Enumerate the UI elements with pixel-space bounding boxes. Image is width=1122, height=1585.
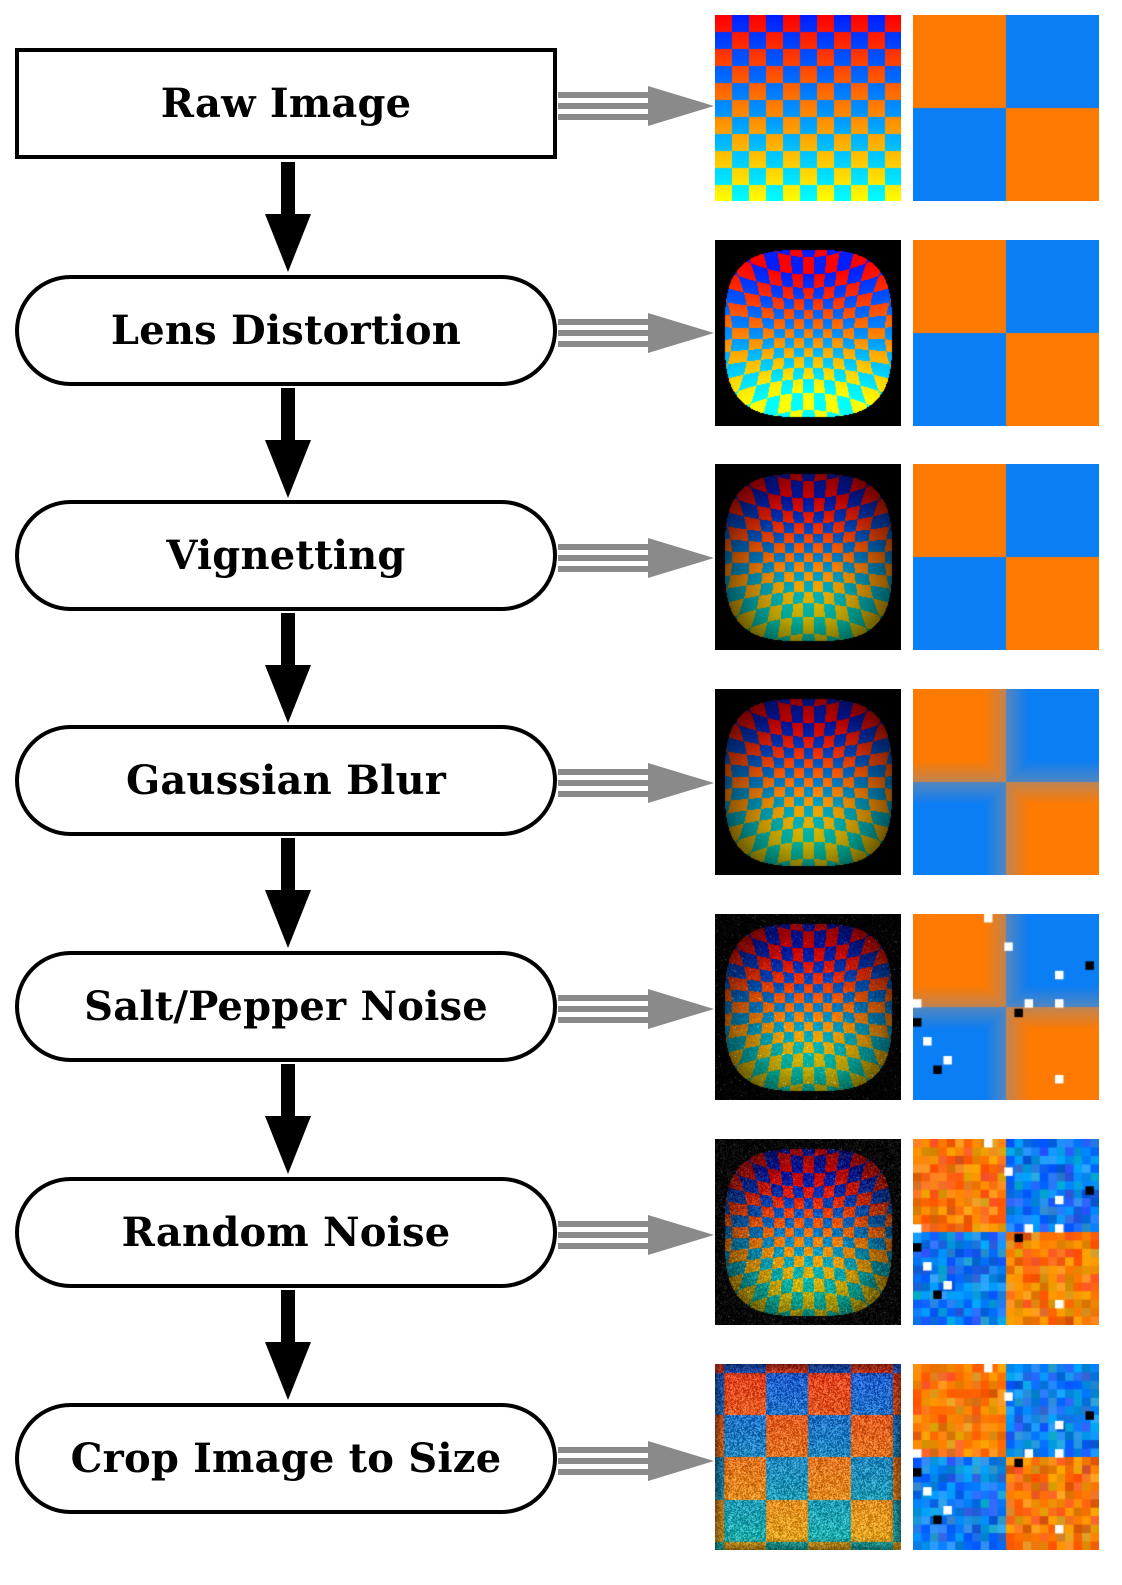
zoom-image-vignetting xyxy=(913,464,1099,650)
step-label: Raw Image xyxy=(160,80,412,127)
step-label: Vignetting xyxy=(166,532,406,579)
right-arrow-icon xyxy=(558,313,714,353)
full-image-raw xyxy=(715,15,901,201)
step-salt-pepper-noise: Salt/Pepper Noise xyxy=(15,951,557,1062)
step-label: Gaussian Blur xyxy=(125,757,447,804)
step-random-noise: Random Noise xyxy=(15,1177,557,1288)
full-image-lens-distortion xyxy=(715,240,901,426)
down-arrow-icon xyxy=(265,162,311,272)
right-arrow-icon xyxy=(558,1441,714,1481)
step-crop-image: Crop Image to Size xyxy=(15,1403,557,1514)
zoom-image-lens-distortion xyxy=(913,240,1099,426)
down-arrow-icon xyxy=(265,1064,311,1174)
zoom-image-random-noise xyxy=(913,1139,1099,1325)
step-raw-image: Raw Image xyxy=(15,48,557,159)
step-label: Random Noise xyxy=(121,1209,451,1256)
step-vignetting: Vignetting xyxy=(15,500,557,611)
zoom-image-gaussian-blur xyxy=(913,689,1099,875)
zoom-image-raw xyxy=(913,15,1099,201)
step-label: Crop Image to Size xyxy=(70,1435,502,1482)
step-lens-distortion: Lens Distortion xyxy=(15,275,557,386)
full-image-cropped xyxy=(715,1364,901,1550)
right-arrow-icon xyxy=(558,989,714,1029)
zoom-image-cropped xyxy=(913,1364,1099,1550)
right-arrow-icon xyxy=(558,86,714,126)
right-arrow-icon xyxy=(558,538,714,578)
down-arrow-icon xyxy=(265,613,311,723)
down-arrow-icon xyxy=(265,838,311,948)
step-label: Lens Distortion xyxy=(110,307,462,354)
right-arrow-icon xyxy=(558,1215,714,1255)
full-image-vignetting xyxy=(715,464,901,650)
full-image-salt-pepper xyxy=(715,914,901,1100)
zoom-image-salt-pepper xyxy=(913,914,1099,1100)
step-gaussian-blur: Gaussian Blur xyxy=(15,725,557,836)
full-image-gaussian-blur xyxy=(715,689,901,875)
down-arrow-icon xyxy=(265,1290,311,1400)
full-image-random-noise xyxy=(715,1139,901,1325)
step-label: Salt/Pepper Noise xyxy=(84,983,488,1030)
down-arrow-icon xyxy=(265,388,311,498)
right-arrow-icon xyxy=(558,763,714,803)
